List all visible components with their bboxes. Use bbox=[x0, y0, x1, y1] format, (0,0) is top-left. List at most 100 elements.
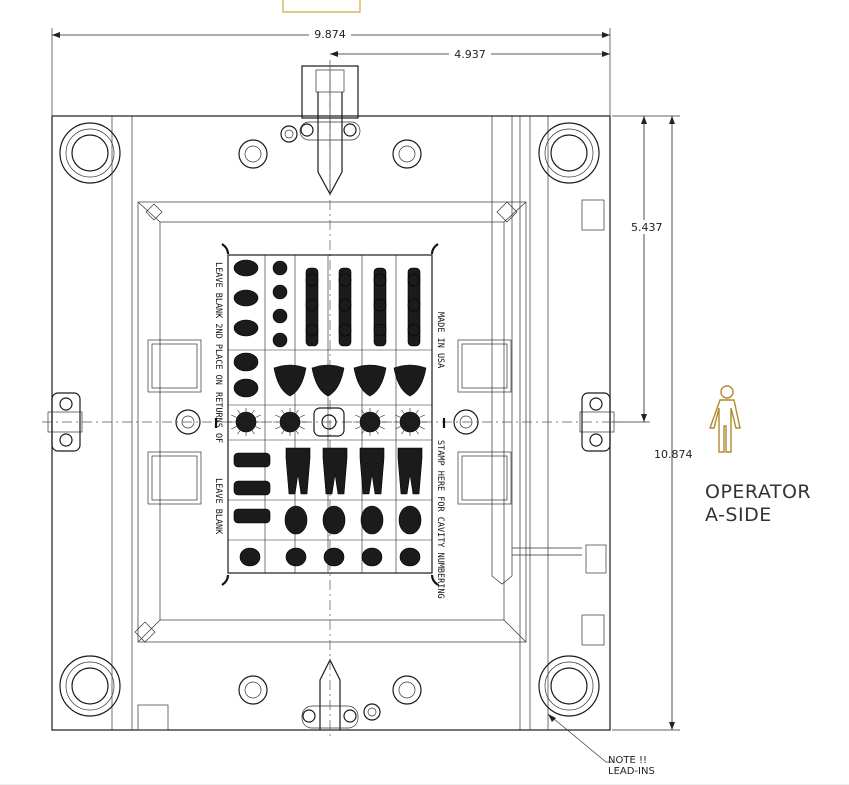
cavity-runner bbox=[395, 421, 411, 430]
top-tab-fragment bbox=[282, 0, 361, 13]
cavity-part bbox=[373, 323, 387, 337]
cavity-runner bbox=[245, 421, 255, 435]
cavity-part bbox=[233, 259, 259, 277]
cavity-part bbox=[272, 260, 288, 276]
cavity-runner bbox=[355, 421, 371, 430]
engraving-left-mid: RETURNS OF bbox=[213, 392, 223, 443]
cavity-insert bbox=[227, 254, 433, 574]
cavity-part bbox=[305, 298, 319, 312]
cavity-part bbox=[360, 505, 384, 535]
cavity-runner bbox=[231, 421, 247, 430]
cavity-runner bbox=[361, 421, 371, 435]
cavity-runner bbox=[409, 409, 419, 423]
cavity-runner bbox=[281, 421, 291, 435]
cavity-part bbox=[407, 323, 421, 337]
cavity-runner bbox=[355, 414, 371, 423]
bushing-top-left bbox=[59, 122, 121, 184]
cavity-part bbox=[373, 298, 387, 312]
cavity-part bbox=[284, 505, 308, 535]
cavity-part bbox=[233, 452, 271, 468]
half-width-label: 4.937 bbox=[454, 48, 486, 61]
cavity-runner bbox=[245, 414, 261, 423]
cavity-runner bbox=[231, 414, 247, 423]
cavity-part bbox=[323, 547, 345, 567]
bushing-bottom-left bbox=[59, 655, 121, 717]
cavity-part bbox=[338, 273, 352, 287]
cavity-runner bbox=[275, 414, 291, 423]
cavity-part bbox=[359, 447, 385, 495]
cavity-part bbox=[272, 308, 288, 324]
corner-hooks bbox=[214, 243, 446, 586]
sprue-gate-center bbox=[321, 414, 337, 430]
engraving-right-top: MADE IN USA bbox=[435, 312, 445, 368]
cavity-part bbox=[285, 447, 311, 495]
cavity-runner bbox=[369, 409, 379, 423]
bushing-bottom-right bbox=[538, 655, 600, 717]
cavity-part bbox=[338, 323, 352, 337]
side-windows bbox=[147, 339, 512, 505]
cavity-part bbox=[393, 364, 427, 397]
cavity-part bbox=[273, 364, 307, 397]
cavity-part bbox=[398, 505, 422, 535]
cavity-part bbox=[272, 332, 288, 348]
cavity-runner bbox=[361, 409, 371, 423]
cavity-runner bbox=[369, 421, 379, 435]
operator-figure-icon bbox=[709, 385, 741, 453]
cavity-part bbox=[233, 319, 259, 337]
cavity-part bbox=[311, 364, 345, 397]
cavity-part bbox=[305, 323, 319, 337]
half-height-label: 5.437 bbox=[631, 221, 663, 234]
cavity-runner bbox=[409, 421, 425, 430]
bushing-top-right bbox=[538, 122, 600, 184]
note-leader bbox=[547, 713, 612, 763]
note-label: NOTE !! bbox=[608, 755, 647, 766]
cavity-runner bbox=[409, 421, 419, 435]
cavity-runner bbox=[245, 421, 261, 430]
cavity-runner bbox=[245, 409, 255, 423]
cavity-part bbox=[305, 273, 319, 287]
cavity-part bbox=[399, 547, 421, 567]
cavity-runner bbox=[401, 409, 411, 423]
plate-rails bbox=[111, 116, 549, 730]
sprue-gate bbox=[313, 407, 345, 437]
cavity-part bbox=[373, 273, 387, 287]
cavity-runner bbox=[289, 414, 305, 423]
dimension-half-width: 4.937 bbox=[330, 47, 610, 61]
overall-width-label: 9.874 bbox=[314, 28, 346, 41]
cavity-part bbox=[322, 505, 346, 535]
engraving-left-bottom: LEAVE BLANK bbox=[213, 478, 223, 535]
cavity-runner bbox=[237, 409, 247, 423]
cavity-part bbox=[233, 480, 271, 496]
cavity-runner bbox=[289, 409, 299, 423]
cavity-runner bbox=[409, 414, 425, 423]
cavity-part bbox=[407, 298, 421, 312]
cavity-part bbox=[233, 378, 259, 398]
cavity-part bbox=[233, 352, 259, 372]
cavity-part bbox=[407, 273, 421, 287]
cavity-part bbox=[322, 447, 348, 495]
side-label: A-SIDE bbox=[705, 504, 772, 526]
overall-height-label: 10.874 bbox=[654, 448, 693, 461]
cavity-runner bbox=[369, 421, 385, 430]
screw-holes bbox=[175, 125, 479, 721]
cavity-part bbox=[233, 508, 271, 524]
engraving-left-top: LEAVE BLANK 2ND PLACE ON bbox=[213, 262, 223, 385]
cavity-part bbox=[361, 547, 383, 567]
cavity-runner bbox=[275, 421, 291, 430]
dimension-overall-height: 10.874 bbox=[612, 115, 693, 731]
operator-label: OPERATOR bbox=[705, 481, 811, 503]
cavity-part bbox=[285, 547, 307, 567]
cavity-runner bbox=[401, 421, 411, 435]
cavity-part bbox=[272, 284, 288, 300]
engraving-right-bottom: STAMP HERE FOR CAVITY NUMBERING bbox=[435, 440, 445, 599]
cavity-runner bbox=[395, 414, 411, 423]
cavity-runner bbox=[289, 421, 299, 435]
cavity-part bbox=[397, 447, 423, 495]
note-detail-label: LEAD-INS bbox=[608, 766, 655, 777]
cavity-runner bbox=[237, 421, 247, 435]
cavity-runner bbox=[281, 409, 291, 423]
cavity-runner bbox=[369, 414, 385, 423]
cavity-runner bbox=[289, 421, 305, 430]
center-lines bbox=[42, 60, 620, 740]
